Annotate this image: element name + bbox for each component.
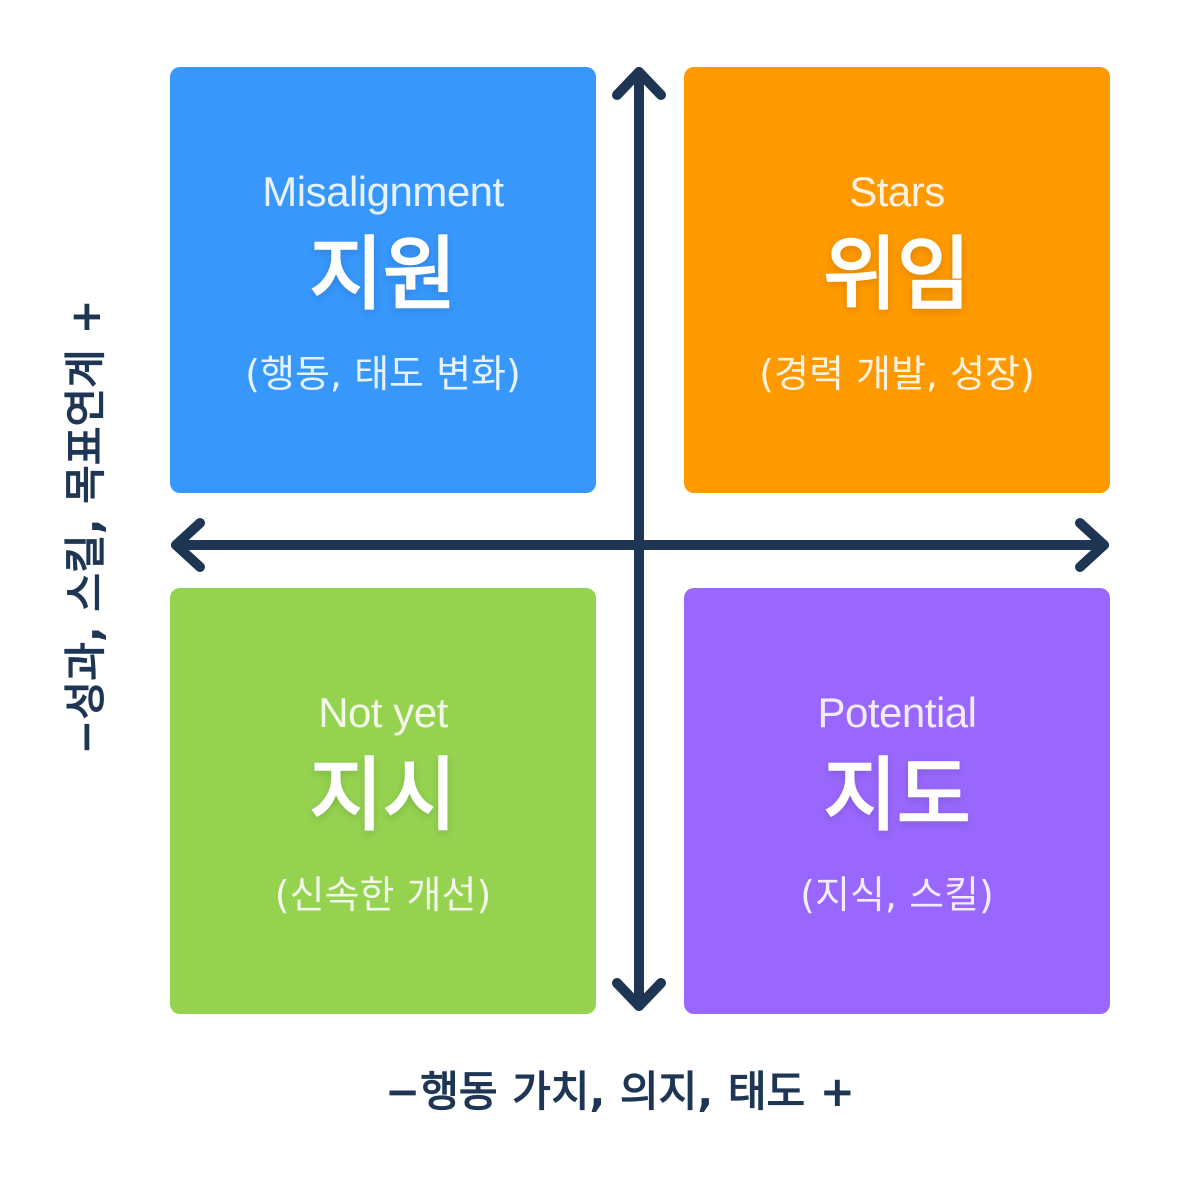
quadrant-stars: Stars 위임 (경력 개발, 성장) [684,67,1110,493]
bottom-arrowhead [612,978,666,1011]
quadrant-description: (행동, 태도 변화) [245,352,521,396]
x-axis-label: −행동 가치, 의지, 태도 + [385,1067,855,1116]
quadrant-description: (경력 개발, 성장) [759,352,1035,396]
left-arrowhead [171,518,205,572]
quadrant-description: (신속한 개선) [274,873,492,917]
quadrant-english-title: Potential [817,689,977,736]
quadrant-potential: Potential 지도 (지식, 스킬) [684,588,1110,1014]
quadrant-english-title: Not yet [318,689,448,736]
quadrant-english-title: Misalignment [262,168,504,215]
quadrant-korean-title: 지시 [309,749,457,842]
quadrant-english-title: Stars [849,168,945,215]
quadrant-korean-title: 지도 [823,749,971,842]
quadrant-not-yet: Not yet 지시 (신속한 개선) [170,588,596,1014]
quadrant-korean-title: 위임 [823,228,971,321]
top-arrowhead [612,67,666,100]
quadrant-description: (지식, 스킬) [800,873,994,917]
right-arrowhead [1075,518,1109,572]
quadrant-misalignment: Misalignment 지원 (행동, 태도 변화) [170,67,596,493]
quadrant-korean-title: 지원 [309,228,457,321]
y-axis-label: −성과, 스킬, 목표연계 + [61,299,110,755]
